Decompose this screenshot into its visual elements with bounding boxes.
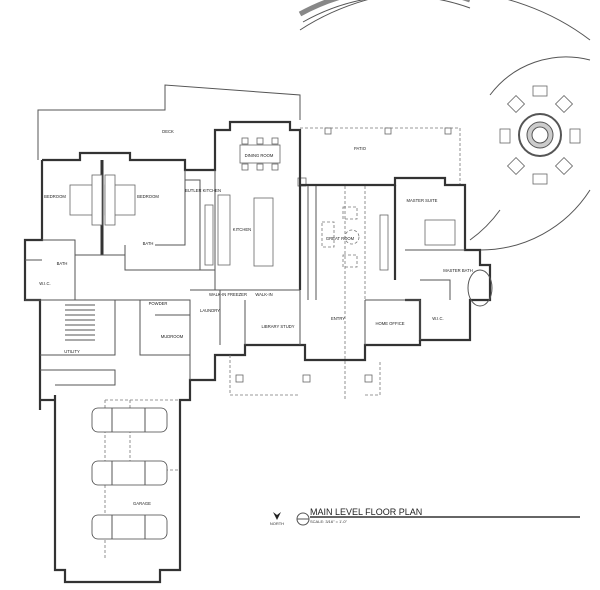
exterior-walls [23, 120, 492, 584]
stairs [65, 304, 95, 341]
room-label-dining-room: DINING ROOM [245, 153, 274, 158]
room-label-bath-1: BATH [57, 261, 68, 266]
porch-posts [229, 355, 381, 396]
room-label-kitchen: KITCHEN [233, 227, 251, 232]
scale-note: SCALE: 3/16" = 1'-0" [310, 519, 348, 524]
room-labels: BEDROOM BEDROOM BATH BATH W.I.C. BUTLER … [39, 153, 472, 506]
room-label-powder: POWDER [149, 301, 168, 306]
room-label-patio: PATIO [354, 146, 367, 151]
room-label-great-room: GREAT ROOM [326, 236, 355, 241]
bathtub [467, 269, 493, 307]
room-label-walk-in-freezer: WALK-IN FREEZER [209, 292, 247, 297]
room-label-home-office: HOME OFFICE [375, 321, 404, 326]
great-room-furniture [321, 206, 389, 271]
kitchen-island [204, 194, 274, 267]
patio: PATIO [297, 127, 461, 187]
room-label-laundry: LAUNDRY [200, 308, 220, 313]
deck: DECK [37, 84, 301, 160]
room-label-garage: GARAGE [133, 501, 151, 506]
room-label-bedroom-1: BEDROOM [44, 194, 66, 199]
room-label-utility: UTILITY [64, 349, 80, 354]
room-label-deck: DECK [162, 129, 174, 134]
patio-arc [298, 0, 591, 251]
interior-walls [25, 160, 465, 386]
room-label-master-bath: MASTER BATH [443, 268, 472, 273]
title-block: NORTH MAIN LEVEL FLOOR PLAN SCALE: 3/16"… [270, 507, 580, 526]
room-label-bedroom-2: BEDROOM [137, 194, 159, 199]
room-label-library-study: LIBRARY STUDY [261, 324, 294, 329]
plan-title: MAIN LEVEL FLOOR PLAN [310, 507, 422, 517]
north-arrow-icon [273, 512, 281, 520]
fire-pit [499, 85, 581, 185]
room-label-wic-1: W.I.C. [39, 281, 50, 286]
cars [91, 407, 168, 540]
room-label-entry: ENTRY [331, 316, 345, 321]
north-label: NORTH [270, 521, 284, 526]
room-label-butler-kitchen: BUTLER KITCHEN [185, 188, 221, 193]
room-label-bath-2: BATH [143, 241, 154, 246]
room-label-mudroom: MUDROOM [161, 334, 184, 339]
beds [69, 174, 456, 246]
room-label-master-suite: MASTER SUITE [407, 198, 438, 203]
room-label-walk-in: WALK-IN [255, 292, 272, 297]
room-label-wic-2: W.I.C. [432, 316, 443, 321]
dining-table [239, 137, 281, 171]
